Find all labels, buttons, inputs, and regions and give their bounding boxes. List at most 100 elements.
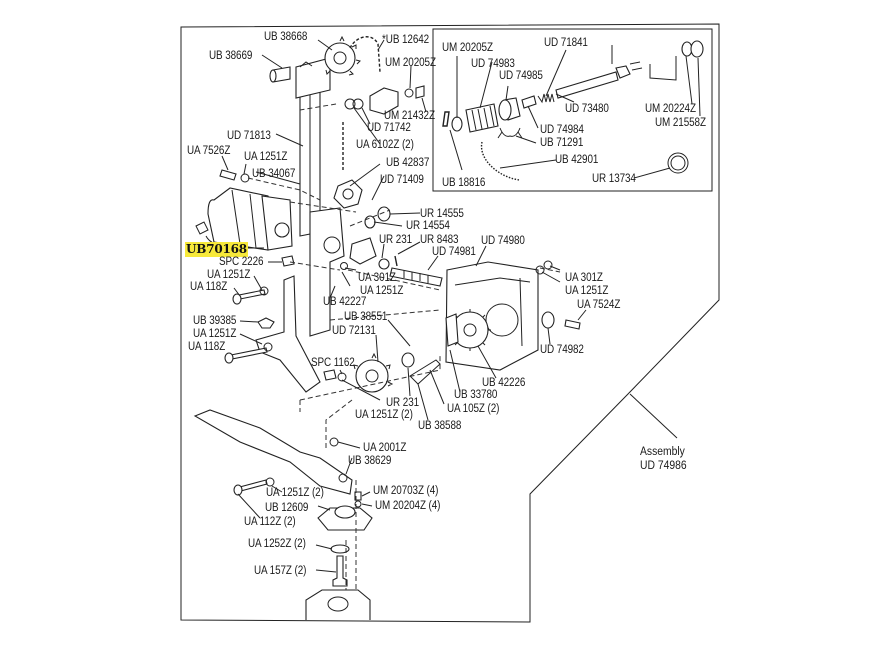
highlighted-part-label: UB70168 — [185, 242, 248, 257]
washer-20204z — [354, 500, 362, 508]
clip-39385 — [257, 317, 275, 329]
inset-label-ub42901: UB 42901 — [555, 154, 599, 166]
label-ur8483: UR 8483 — [420, 234, 459, 246]
label-ub42837: UB 42837 — [386, 157, 430, 169]
sleeve-74984 — [521, 95, 537, 109]
centerline-d — [289, 261, 441, 291]
inset-bent-line — [649, 56, 677, 81]
spring-74983 — [465, 103, 499, 133]
label-ua1251z-a: UA 1251Z — [244, 151, 288, 163]
label-ud74980: UD 74980 — [481, 235, 525, 247]
nut-21558z — [690, 40, 704, 58]
clip-71291 — [497, 127, 523, 139]
lower-plate — [255, 275, 321, 393]
centerline-b — [247, 177, 321, 201]
ua2001z — [329, 437, 339, 447]
label-ua1251z-b: UA 1251Z — [207, 269, 251, 281]
collar-74985-face — [498, 99, 512, 121]
label-ua6102z: UA 6102Z (2) — [356, 139, 414, 151]
rubber-mount — [317, 505, 373, 531]
label-ub12609: UB 12609 — [265, 502, 309, 514]
label-spc1162: SPC 1162 — [311, 357, 355, 369]
label-ur14554: UR 14554 — [406, 220, 450, 232]
bolt-head-a — [232, 293, 242, 305]
ua1251z-lower — [337, 372, 347, 382]
washer-um20205z — [451, 116, 463, 132]
washer-1251z-lower — [265, 477, 275, 487]
bracket-gear — [323, 236, 341, 254]
bracket — [309, 207, 345, 337]
block-71409 — [349, 237, 377, 265]
rod-73480 — [555, 71, 619, 99]
screw-7524z — [564, 319, 581, 330]
circlip-13734-inner — [670, 155, 686, 171]
ua301z-a — [340, 262, 348, 270]
label-ub38588: UB 38588 — [418, 420, 462, 432]
motor — [195, 187, 293, 251]
sprocket-top — [324, 35, 361, 76]
label-ub39385: UB 39385 — [193, 315, 237, 327]
label-ub12642: *UB 12642 — [382, 34, 430, 46]
bracket-38588 — [409, 359, 441, 385]
assembly-leader — [629, 393, 678, 439]
label-ud74981: UD 74981 — [432, 246, 476, 258]
chain-top — [349, 36, 381, 73]
spring-71841 — [537, 93, 555, 104]
spacer-1162 — [323, 369, 337, 381]
centerline-g — [539, 267, 561, 273]
screw-7526z — [219, 169, 237, 181]
label-ua1252z: UA 1252Z (2) — [248, 538, 306, 550]
label-ua157z: UA 157Z (2) — [254, 565, 307, 577]
label-ud71409: UD 71409 — [380, 174, 424, 186]
label-ud72131: UD 72131 — [332, 325, 376, 337]
inset-label-um20205z: UM 20205Z — [442, 42, 493, 54]
label-ua2001z: UA 2001Z — [363, 442, 407, 454]
label-ub38669: UB 38669 — [209, 50, 253, 62]
worm-thread — [403, 270, 429, 283]
bolt-157z — [332, 555, 348, 587]
bolt-head-b — [224, 352, 234, 364]
inset-label-ud71841: UD 71841 — [544, 37, 588, 49]
centerline-e — [299, 309, 441, 401]
label-spc2226: SPC 2226 — [219, 256, 264, 268]
assembly-caption: Assembly UD 74986 — [640, 445, 687, 473]
label-ua118z-a: UA 118Z — [190, 281, 228, 293]
label-ua301z-a: UA 301Z — [358, 272, 396, 284]
centerline-f — [299, 399, 357, 592]
inset-label-ud74983: UD 74983 — [471, 58, 515, 70]
label-ua1251z-e: UA 1251Z — [565, 285, 609, 297]
arm-hole — [338, 473, 348, 483]
spacer-2226 — [281, 255, 295, 267]
assembly-number: UD 74986 — [640, 460, 687, 472]
label-ua7524z: UA 7524Z — [577, 299, 621, 311]
lower-arm — [193, 409, 353, 495]
centerline-c — [289, 201, 391, 227]
label-um20703z: UM 20703Z (4) — [373, 485, 439, 497]
washer-b — [263, 342, 273, 352]
label-ub33780: UB 33780 — [454, 389, 498, 401]
ua1251z-right — [535, 265, 545, 275]
pin-8483 — [394, 255, 398, 267]
label-ub34067: UB 34067 — [252, 168, 296, 180]
gearbox-housing — [445, 261, 539, 371]
cable-42901 — [480, 141, 521, 181]
label-ua105z: UA 105Z (2) — [447, 403, 500, 415]
label-ur231-b: UR 231 — [386, 397, 420, 409]
label-ub38551: UB 38551 — [344, 311, 388, 323]
label-ub42226: UB 42226 — [482, 377, 526, 389]
washer-1251z — [240, 173, 250, 183]
label-ua1251z-d: UA 1251Z — [193, 328, 237, 340]
inset-label-ud74984: UD 74984 — [540, 124, 584, 136]
label-ua301z-b: UA 301Z — [565, 272, 603, 284]
label-ua112z: UA 112Z (2) — [244, 516, 296, 528]
centerline-a — [299, 103, 337, 111]
label-ua118z-b: UA 118Z — [188, 341, 226, 353]
inset-label-ur13734: UR 13734 — [592, 173, 636, 185]
sprocket-lower — [353, 352, 394, 393]
label-ud71742: UD 71742 — [367, 122, 411, 134]
clip-18816 — [442, 111, 450, 127]
assembly-label: Assembly — [640, 446, 685, 458]
hex-nut-assembly — [344, 85, 425, 115]
base-block — [305, 589, 371, 620]
